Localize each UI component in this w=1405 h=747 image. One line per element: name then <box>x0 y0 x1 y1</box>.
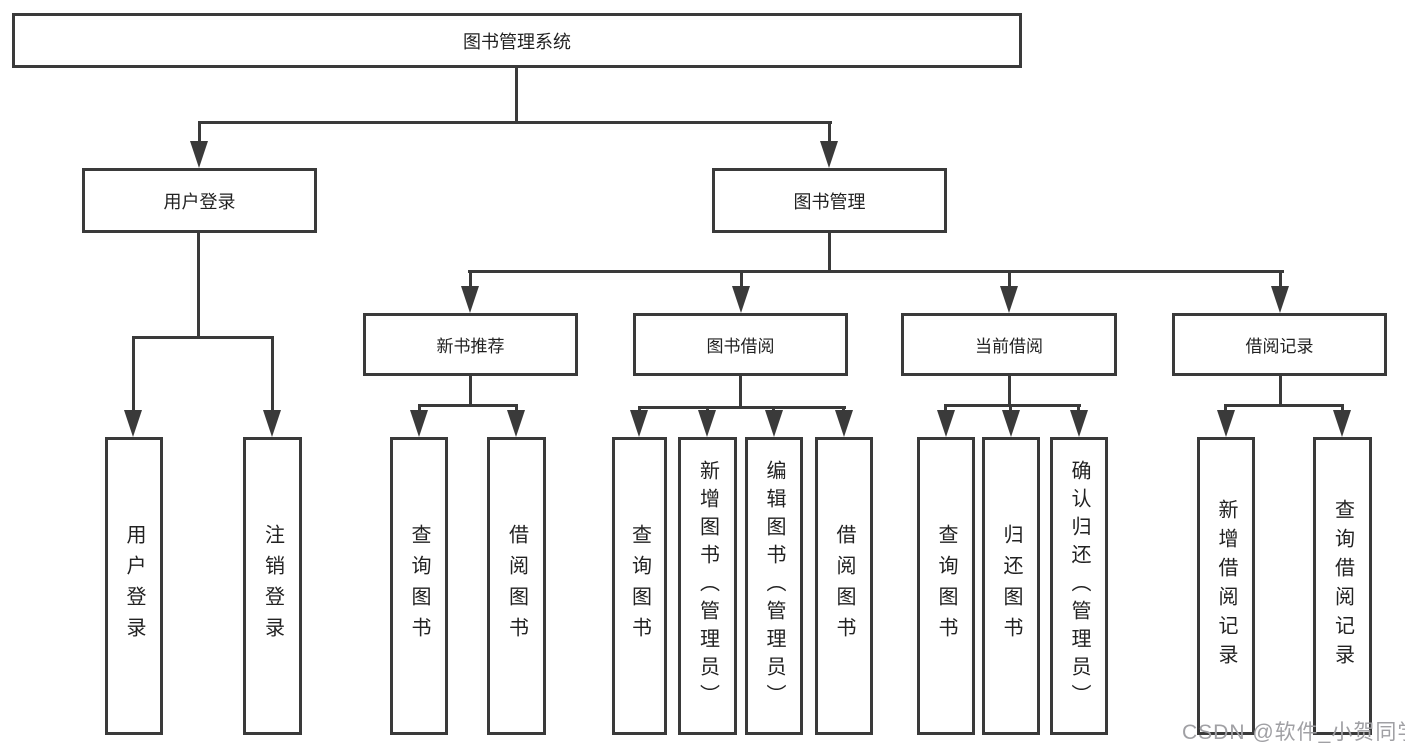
arrow-down-icon <box>698 410 716 437</box>
node-book-management: 图书管理 <box>712 168 947 233</box>
connector-drop <box>1279 270 1282 290</box>
arrow-down-icon <box>937 410 955 437</box>
connector-rail <box>638 406 846 409</box>
node-new-book-recommend: 新书推荐 <box>363 313 578 376</box>
connector-level3-rail <box>468 270 1284 273</box>
connector-drop <box>944 404 947 414</box>
connector-drop <box>1009 404 1012 414</box>
csdn-watermark: CSDN @软件_小贺同学 <box>1182 721 1405 744</box>
leaf-query-books-current: 查询图书 <box>917 437 975 735</box>
leaf-label: 新增图书（管理员） <box>696 460 719 712</box>
arrow-down-icon <box>1271 286 1289 313</box>
connector-stem <box>1279 376 1282 406</box>
leaf-label: 新增借阅记录 <box>1215 499 1237 673</box>
arrow-down-icon <box>461 286 479 313</box>
arrow-down-icon <box>1333 410 1351 437</box>
leaf-add-books-admin: 新增图书（管理员） <box>678 437 737 735</box>
leaf-label: 注销登录 <box>261 524 284 648</box>
connector-drop <box>418 404 421 414</box>
node-user-login: 用户登录 <box>82 168 317 233</box>
arrow-down-icon <box>765 410 783 437</box>
arrow-down-icon <box>732 286 750 313</box>
leaf-borrow-books-borrowing: 借阅图书 <box>815 437 873 735</box>
leaf-label: 编辑图书（管理员） <box>763 460 785 712</box>
arrow-down-icon <box>835 410 853 437</box>
leaf-edit-books-admin: 编辑图书（管理员） <box>745 437 803 735</box>
leaf-label: 查询图书 <box>935 524 957 648</box>
connector-drop <box>1077 404 1080 414</box>
arrow-down-icon <box>410 410 428 437</box>
arrow-down-icon <box>1217 410 1235 437</box>
connector-drop <box>740 270 743 290</box>
connector-userlogin-rail <box>132 336 274 339</box>
arrow-down-icon <box>124 410 142 437</box>
leaf-query-books-borrowing: 查询图书 <box>612 437 667 735</box>
connector-bookmgmt-stem <box>828 233 831 273</box>
connector-rail <box>418 404 518 407</box>
connector-drop <box>1224 404 1227 414</box>
connector-drop <box>515 404 518 414</box>
connector-drop <box>1341 404 1344 414</box>
leaf-label: 借阅图书 <box>833 524 855 648</box>
node-borrow-records: 借阅记录 <box>1172 313 1387 376</box>
leaf-label: 确认归还（管理员） <box>1068 460 1090 712</box>
connector-stem <box>1008 376 1011 406</box>
connector-drop <box>271 336 274 414</box>
connector-drop <box>469 270 472 290</box>
arrow-down-icon <box>630 410 648 437</box>
leaf-query-borrow-record: 查询借阅记录 <box>1313 437 1372 735</box>
leaf-label: 查询图书 <box>628 524 651 648</box>
leaf-label: 用户登录 <box>123 524 145 648</box>
connector-level2-rail <box>198 121 832 124</box>
leaf-query-books-newbooks: 查询图书 <box>390 437 448 735</box>
arrow-down-icon <box>190 141 208 168</box>
connector-drop <box>828 121 831 145</box>
leaf-label: 查询图书 <box>408 524 430 648</box>
leaf-label: 归还图书 <box>1000 524 1022 648</box>
arrow-down-icon <box>507 410 525 437</box>
connector-rail <box>944 404 1081 407</box>
leaf-logout: 注销登录 <box>243 437 302 735</box>
node-root: 图书管理系统 <box>12 13 1022 68</box>
node-current-borrowing: 当前借阅 <box>901 313 1117 376</box>
node-book-borrowing: 图书借阅 <box>633 313 848 376</box>
connector-stem <box>739 376 742 408</box>
leaf-confirm-return-admin: 确认归还（管理员） <box>1050 437 1108 735</box>
leaf-return-books: 归还图书 <box>982 437 1040 735</box>
connector-drop <box>1008 270 1011 290</box>
leaf-add-borrow-record: 新增借阅记录 <box>1197 437 1255 735</box>
arrow-down-icon <box>1070 410 1088 437</box>
arrow-down-icon <box>263 410 281 437</box>
leaf-label: 借阅图书 <box>505 524 528 648</box>
connector-userlogin-stem <box>197 233 200 339</box>
arrow-down-icon <box>1000 286 1018 313</box>
arrow-down-icon <box>820 141 838 168</box>
connector-stem <box>469 376 472 406</box>
leaf-borrow-books-newbooks: 借阅图书 <box>487 437 546 735</box>
arrow-down-icon <box>1002 410 1020 437</box>
leaf-user-login: 用户登录 <box>105 437 163 735</box>
connector-drop <box>198 121 201 145</box>
connector-rail <box>1224 404 1344 407</box>
connector-drop <box>132 336 135 414</box>
connector-root-stem <box>515 68 518 124</box>
leaf-label: 查询借阅记录 <box>1331 499 1354 673</box>
